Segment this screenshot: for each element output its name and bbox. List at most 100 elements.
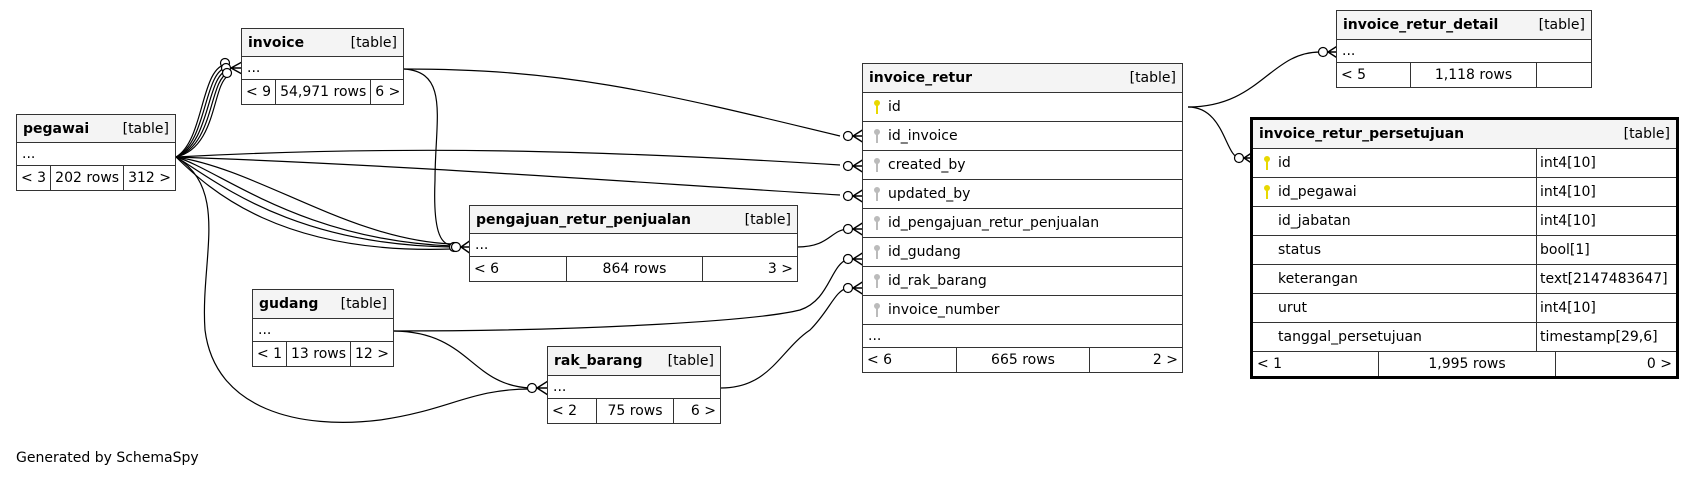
foreign-key-icon bbox=[873, 244, 881, 260]
edge-pegawai-pengajuan bbox=[175, 156, 453, 250]
column-name: invoice_number bbox=[888, 302, 1000, 318]
table-pengajuan-retur-penjualan[interactable]: pengajuan_retur_penjualan [table] ... < … bbox=[469, 205, 798, 282]
crowfoot-marker bbox=[842, 282, 854, 294]
row-count: 75 rows bbox=[596, 399, 673, 423]
table-stats: < 1 13 rows 12 > bbox=[253, 342, 393, 366]
edge-pegawai-pengajuan bbox=[175, 156, 453, 245]
crowfoot-marker bbox=[526, 382, 538, 394]
edge-rak-barang-id-rak bbox=[720, 287, 849, 389]
parents-link[interactable]: < 5 bbox=[1341, 67, 1367, 83]
parents-link[interactable]: < 9 bbox=[246, 84, 272, 100]
table-header: invoice_retur [table] bbox=[863, 64, 1182, 93]
table-gudang[interactable]: gudang [table] ... < 1 13 rows 12 > bbox=[252, 289, 394, 367]
crowfoot-marker bbox=[842, 160, 854, 172]
more-columns: ... bbox=[863, 325, 1182, 348]
column-name: updated_by bbox=[888, 186, 971, 202]
column-name-cell: urut bbox=[1253, 300, 1536, 316]
table-rak-barang[interactable]: rak_barang [table] ... < 2 75 rows 6 > bbox=[547, 346, 721, 424]
table-header: invoice [table] bbox=[242, 29, 403, 57]
column-type: int4[10] bbox=[1536, 178, 1676, 206]
edge-invoice-retur-persetujuan bbox=[1187, 106, 1241, 159]
more-columns: ... bbox=[242, 57, 403, 80]
column-row[interactable]: id_invoice bbox=[863, 122, 1182, 151]
column-row[interactable]: id_gudang bbox=[863, 238, 1182, 267]
edge-pengajuan-id-pengajuan bbox=[796, 228, 849, 248]
table-invoice[interactable]: invoice [table] ... < 9 54,971 rows 6 > bbox=[241, 28, 404, 105]
children-link[interactable]: 6 > bbox=[673, 399, 720, 423]
table-header: invoice_retur_persetujuan [table] bbox=[1253, 120, 1676, 149]
column-row[interactable]: invoice_number bbox=[863, 296, 1182, 325]
crowfoot-marker bbox=[1317, 46, 1329, 58]
table-type: [table] bbox=[667, 353, 714, 369]
row-count: 54,971 rows bbox=[275, 80, 370, 104]
column-row[interactable]: created_by bbox=[863, 151, 1182, 180]
parents-link[interactable]: < 2 bbox=[552, 403, 578, 419]
foreign-key-icon bbox=[873, 273, 881, 289]
more-columns: ... bbox=[470, 234, 797, 257]
row-count: 864 rows bbox=[566, 257, 702, 281]
column-name-cell: status bbox=[1253, 242, 1536, 258]
children-link[interactable] bbox=[1536, 63, 1591, 87]
table-pegawai[interactable]: pegawai [table] ... < 3 202 rows 312 > bbox=[16, 114, 176, 191]
parents-link[interactable]: < 1 bbox=[257, 346, 283, 362]
column-row[interactable]: id_rak_barang bbox=[863, 267, 1182, 296]
primary-key-icon bbox=[1263, 155, 1271, 171]
parents-link[interactable]: < 3 bbox=[21, 170, 47, 186]
table-header: invoice_retur_detail [table] bbox=[1337, 11, 1591, 40]
column-name: id_gudang bbox=[888, 244, 961, 260]
table-name: invoice_retur_detail bbox=[1343, 17, 1499, 33]
more-columns: ... bbox=[17, 143, 175, 166]
column-name: created_by bbox=[888, 157, 966, 173]
table-invoice-retur-detail[interactable]: invoice_retur_detail [table] ... < 5 1,1… bbox=[1336, 10, 1592, 88]
no-key-icon bbox=[1263, 329, 1271, 345]
edge-pegawai-invoice bbox=[175, 69, 229, 158]
column-name: id_invoice bbox=[888, 128, 958, 144]
table-name: invoice bbox=[248, 34, 305, 51]
parents-link[interactable]: < 6 bbox=[474, 261, 500, 277]
parents-link[interactable]: < 6 bbox=[867, 352, 893, 368]
more-columns: ... bbox=[548, 376, 720, 399]
table-header: pengajuan_retur_penjualan [table] bbox=[470, 206, 797, 234]
column-name: id_pengajuan_retur_penjualan bbox=[888, 215, 1100, 231]
no-key-icon bbox=[1263, 242, 1271, 258]
children-link[interactable]: 3 > bbox=[702, 257, 797, 281]
table-type: [table] bbox=[122, 120, 169, 137]
crowfoot-marker bbox=[842, 223, 854, 235]
table-name: gudang bbox=[259, 296, 319, 312]
crowfoot-marker bbox=[450, 241, 462, 253]
edge-invoice-invoice-retur bbox=[403, 68, 841, 137]
table-stats: < 1 1,995 rows 0 > bbox=[1253, 352, 1676, 376]
column-name-cell: id_gudang bbox=[863, 244, 1182, 260]
primary-key-icon bbox=[873, 99, 881, 115]
edge-pegawai-created-by bbox=[175, 149, 841, 166]
children-link[interactable]: 2 > bbox=[1089, 348, 1182, 372]
foreign-key-icon bbox=[873, 157, 881, 173]
children-link[interactable]: 0 > bbox=[1555, 352, 1676, 376]
column-row[interactable]: updated_by bbox=[863, 180, 1182, 209]
edge-gudang-rak-barang bbox=[393, 330, 531, 389]
children-link[interactable]: 6 > bbox=[370, 80, 404, 104]
children-link[interactable]: 312 > bbox=[123, 166, 175, 190]
parents-link[interactable]: < 1 bbox=[1257, 356, 1283, 372]
table-name: pengajuan_retur_penjualan bbox=[476, 211, 692, 228]
column-row[interactable]: id_pengajuan_retur_penjualan bbox=[863, 209, 1182, 238]
foreign-key-icon bbox=[873, 215, 881, 231]
children-link[interactable]: 12 > bbox=[350, 342, 393, 366]
column-row[interactable]: id bbox=[863, 93, 1182, 122]
edge-pegawai-invoice bbox=[175, 72, 229, 158]
generated-by-label: Generated by SchemaSpy bbox=[16, 450, 199, 466]
table-type: [table] bbox=[1129, 70, 1176, 86]
no-key-icon bbox=[1263, 213, 1271, 229]
crowfoot-marker bbox=[842, 190, 854, 202]
table-stats: < 5 1,118 rows bbox=[1337, 63, 1591, 87]
